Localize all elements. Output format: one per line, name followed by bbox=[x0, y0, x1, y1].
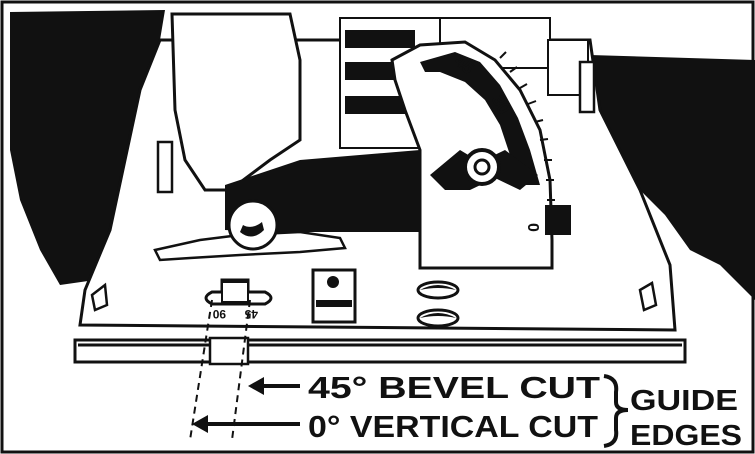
rear-stripe-3 bbox=[345, 96, 415, 114]
plate-front-edge bbox=[73, 338, 687, 364]
right-shadow bbox=[590, 55, 755, 300]
vent-slot-2 bbox=[416, 308, 460, 328]
left-shadow bbox=[10, 10, 165, 285]
depth-knob-icon bbox=[227, 199, 279, 251]
guide-brace bbox=[603, 374, 629, 448]
screw-block bbox=[311, 268, 357, 324]
bevel-lock-knob-hub bbox=[473, 158, 491, 176]
arrow-bevel-head-icon bbox=[248, 377, 264, 395]
screw-icon bbox=[327, 276, 339, 288]
notch-label-90: 90 bbox=[212, 307, 226, 321]
left-corner-tab bbox=[90, 282, 109, 312]
screw-block-band bbox=[316, 300, 352, 307]
callout-vertical-cut: 0° VERTICAL CUT bbox=[308, 409, 598, 444]
vent-slot-2-shade bbox=[420, 313, 456, 318]
guide-notch-inner bbox=[221, 281, 249, 303]
guide-label-line1: GUIDE bbox=[630, 385, 738, 417]
vent-slot-1-shade bbox=[420, 285, 456, 290]
quadrant-slot bbox=[420, 52, 540, 185]
depth-knob-mark bbox=[240, 222, 264, 237]
left-bracket bbox=[156, 140, 174, 194]
quadrant-lock-tab bbox=[545, 205, 571, 235]
scale-ticks bbox=[499, 51, 555, 201]
motor-housing bbox=[170, 12, 302, 192]
arrow-vertical-head-icon bbox=[192, 415, 208, 433]
right-bracket bbox=[578, 60, 596, 114]
guide-label-line2: EDGES bbox=[630, 420, 742, 452]
vent-slot-1 bbox=[416, 280, 460, 300]
rear-stripe-1 bbox=[345, 30, 415, 48]
callout-bevel-cut: 45° BEVEL CUT bbox=[308, 370, 600, 405]
notch-label-45: 45 bbox=[244, 307, 258, 321]
scale-label-0: 0 bbox=[524, 223, 541, 232]
right-corner-tab bbox=[638, 281, 658, 312]
